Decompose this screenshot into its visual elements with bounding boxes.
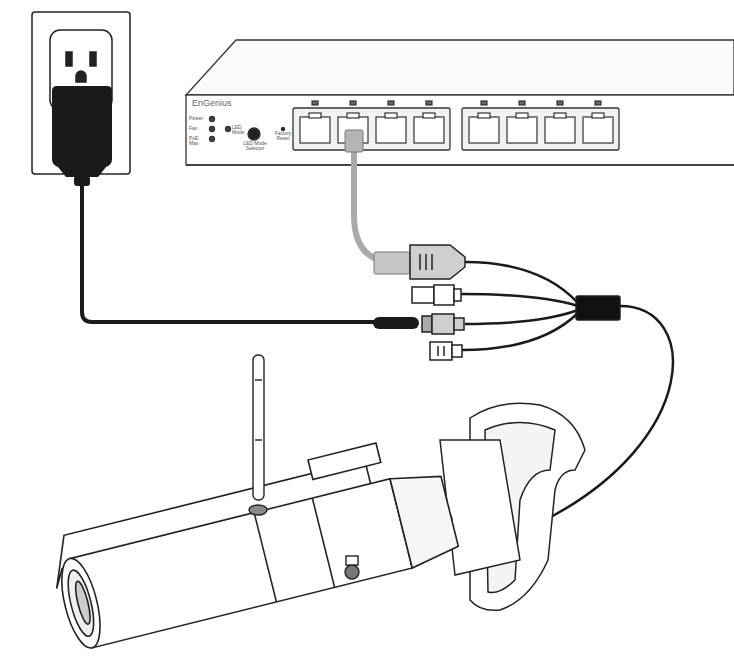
port-led (426, 101, 432, 105)
panel-label: LED Mode Selector (242, 141, 268, 152)
port-tab (554, 113, 566, 118)
bullet-camera (41, 430, 461, 653)
port-led (312, 101, 318, 105)
brand-label: EnGenius (192, 99, 232, 108)
port-tab (347, 113, 359, 118)
focus-knob (345, 556, 359, 579)
port-led (519, 101, 525, 105)
port-tab (478, 113, 490, 118)
port-tab (423, 113, 435, 118)
panel-label: LED Mode (232, 125, 248, 136)
port-tab (309, 113, 321, 118)
ethernet-port (376, 117, 406, 143)
port-led (557, 101, 563, 105)
switch-panel: EnGeniusPowerFanPoE Max LED ModeLED Mode … (188, 96, 295, 162)
ethernet-port (414, 117, 444, 143)
port-led (595, 101, 601, 105)
panel-label: Factory Reset (273, 131, 293, 142)
ethernet-port (545, 117, 575, 143)
port-led (388, 101, 394, 105)
port-led (350, 101, 356, 105)
ethernet-port (507, 117, 537, 143)
network-switch (186, 40, 734, 165)
ethernet-port (583, 117, 613, 143)
ethernet-cable (345, 130, 410, 274)
port-tab (592, 113, 604, 118)
antenna (249, 355, 267, 515)
ethernet-port (300, 117, 330, 143)
port-led (481, 101, 487, 105)
panel-label: Fan (189, 126, 198, 131)
port-tab (516, 113, 528, 118)
panel-label: Power (189, 116, 203, 121)
ethernet-port (469, 117, 499, 143)
panel-label: PoE Max (189, 136, 201, 147)
port-tab (385, 113, 397, 118)
